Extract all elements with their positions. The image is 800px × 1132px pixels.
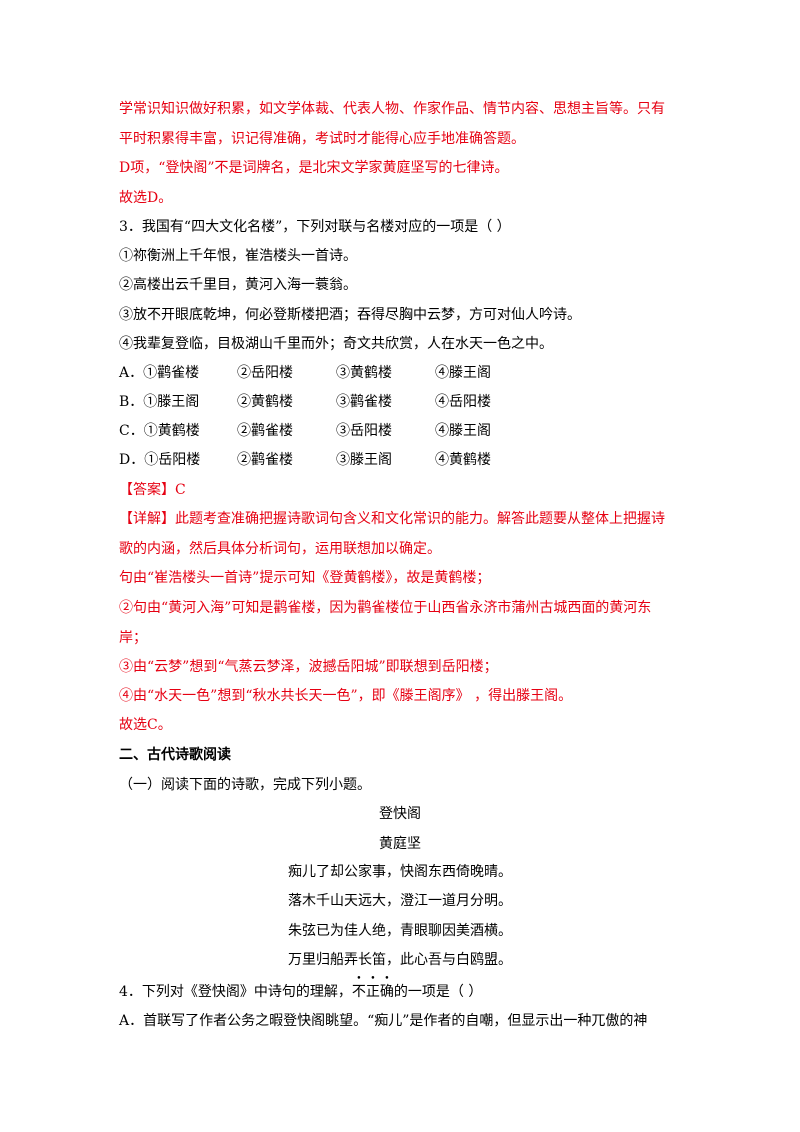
option-cell: D．①岳阳楼 — [119, 452, 201, 468]
option-cell: ③鹳雀楼 — [336, 394, 392, 410]
detail-line: ②句由“黄河入海”可知是鹳雀楼，因为鹳雀楼位于山西省永济市蒲州古城西面的黄河东 — [119, 600, 652, 616]
emphasis-char: 不 — [352, 984, 366, 1000]
option-cell: B．①滕王阁 — [119, 394, 200, 410]
conclusion-line: 故选C。 — [119, 717, 172, 733]
option-cell: ②岳阳楼 — [237, 365, 293, 381]
section-subheading: （一）阅读下面的诗歌，完成下列小题。 — [119, 777, 371, 793]
poem-line: 落木千山天远大，澄江一道月分明。 — [288, 893, 512, 909]
answer-label: 【答案】C — [119, 482, 186, 498]
option-cell: ④滕王阁 — [435, 423, 491, 439]
option-cell: ②黄鹤楼 — [237, 394, 293, 410]
couplet-line: ②高楼出云千里目，黄河入海一蓑翁。 — [119, 277, 357, 293]
option-cell: A．①鹳雀楼 — [119, 365, 200, 381]
option-a-line: A．首联写了作者公务之暇登快阁眺望。“痴儿”是作者的自嘲，但显示出一种兀傲的神 — [119, 1013, 648, 1029]
emphasis-char: 确 — [380, 984, 394, 1000]
couplet-line: ①祢衡洲上千年恨，崔浩楼头一首诗。 — [119, 248, 357, 264]
section-heading: 二、古代诗歌阅读 — [119, 747, 231, 763]
poem-title: 登快阁 — [379, 806, 421, 822]
detail-line: 岸； — [119, 630, 147, 646]
option-cell: C．①黄鹤楼 — [119, 423, 200, 439]
option-row-d: D．①岳阳楼 ②鹳雀楼 ③滕王阁 ④黄鹤楼 — [119, 450, 534, 470]
explanation-line: 平时积累得丰富，识记得准确，考试时才能得心应手地准确答题。 — [119, 131, 525, 147]
emphasis-char: 正 — [366, 984, 380, 1000]
option-cell: ④滕王阁 — [435, 365, 491, 381]
option-cell: ②鹳雀楼 — [237, 452, 293, 468]
poem-author: 黄庭坚 — [379, 836, 421, 852]
option-cell: ④黄鹤楼 — [435, 452, 491, 468]
couplet-line: ③放不开眼底乾坤，何必登斯楼把酒；吞得尽胸中云梦，方可对仙人吟诗。 — [119, 307, 581, 323]
detail-line: ④由“水天一色”想到“秋水共长天一色”，即《滕王阁序》 ，得出滕王阁。 — [119, 688, 573, 704]
option-cell: ②鹳雀楼 — [237, 423, 293, 439]
option-row-a: A．①鹳雀楼 ②岳阳楼 ③黄鹤楼 ④滕王阁 — [119, 363, 534, 383]
detail-line: ③由“云梦”想到“气蒸云梦泽，波撼岳阳城”即联想到岳阳楼； — [119, 659, 498, 675]
stem-suffix: 的一项是（ ） — [393, 984, 483, 1000]
detail-line: 歌的内涵，然后具体分析词句，运用联想加以确定。 — [119, 541, 441, 557]
stem-prefix: 4．下列对《登快阁》中诗句的理解， — [119, 984, 352, 1000]
option-cell: ③岳阳楼 — [336, 423, 392, 439]
poem-line: 朱弦已为佳人绝，青眼聊因美酒横。 — [288, 923, 512, 939]
explanation-line: 学常识知识做好积累，如文学体裁、代表人物、作家作品、情节内容、思想主旨等。只有 — [119, 101, 665, 117]
detail-line: 句由“崔浩楼头一首诗”提示可知《登黄鹤楼》，故是黄鹤楼； — [119, 570, 491, 586]
question-3-stem: 3．我国有“四大文化名楼”，下列对联与名楼对应的一项是（ ） — [119, 219, 511, 235]
detail-line: 【详解】此题考查准确把握诗歌词句含义和文化常识的能力。解答此题要从整体上把握诗 — [119, 511, 665, 527]
poem-line: 痴儿了却公家事，快阁东西倚晚晴。 — [288, 864, 512, 880]
explanation-line: 故选D。 — [119, 190, 173, 206]
poem-line: 万里归船弄长笛，此心吾与白鸥盟。 — [288, 952, 512, 968]
option-cell: ③滕王阁 — [336, 452, 392, 468]
question-4-stem: 4．下列对《登快阁》中诗句的理解，不正确的一项是（ ） — [119, 982, 482, 1002]
explanation-line: D项，“登快阁”不是词牌名，是北宋文学家黄庭坚写的七律诗。 — [119, 160, 509, 176]
option-row-c: C．①黄鹤楼 ②鹳雀楼 ③岳阳楼 ④滕王阁 — [119, 421, 534, 441]
option-cell: ④岳阳楼 — [435, 394, 491, 410]
option-cell: ③黄鹤楼 — [336, 365, 392, 381]
option-row-b: B．①滕王阁 ②黄鹤楼 ③鹳雀楼 ④岳阳楼 — [119, 392, 534, 412]
couplet-line: ④我辈复登临，目极湖山千里而外；奇文共欣赏，人在水天一色之中。 — [119, 336, 553, 352]
